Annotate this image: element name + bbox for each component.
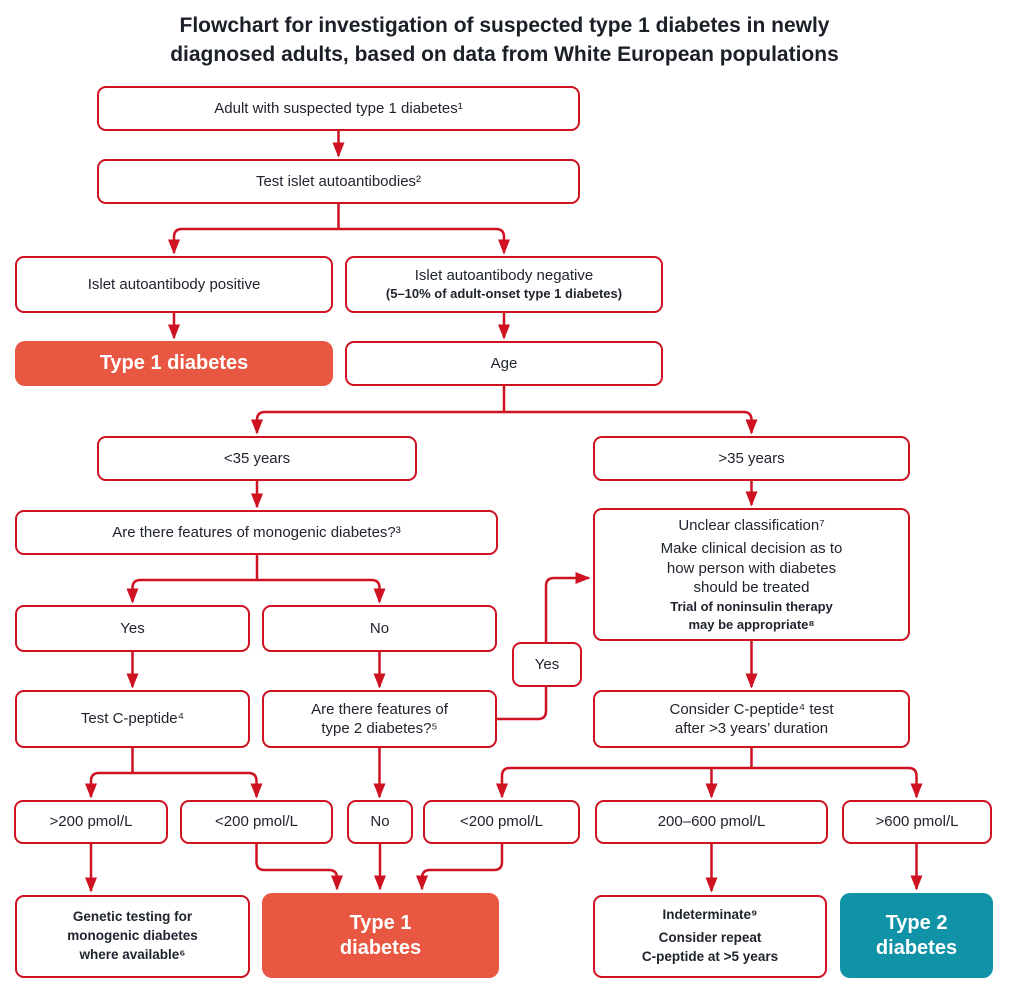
node-test-cpeptide: Test C-peptide⁴	[15, 690, 250, 748]
node-no-small: No	[347, 800, 413, 844]
node-consider-cpeptide-line2: after >3 years’ duration	[674, 720, 829, 737]
node-type1-diabetes-top-label: Type 1 diabetes	[99, 352, 249, 374]
node-gt200-pmol-label: >200 pmol/L	[49, 813, 133, 831]
node-monogenic-question: Are there features of monogenic diabetes…	[15, 510, 498, 555]
node-unclear-line1: Unclear classification⁷	[678, 516, 825, 534]
node-consider-cpeptide: Consider C-peptide⁴ test after >3 years’…	[593, 690, 910, 748]
node-indeterminate-line2: Consider repeat	[658, 930, 762, 946]
node-genetic-testing: Genetic testing for monogenic diabetes w…	[15, 895, 250, 978]
page-title: Flowchart for investigation of suspected…	[0, 12, 1009, 70]
node-test-islet-autoantibodies: Test islet autoantibodies²	[97, 159, 580, 204]
node-200-600-pmol-label: 200–600 pmol/L	[657, 813, 766, 831]
node-unclear-line6: may be appropriate⁸	[688, 616, 815, 632]
node-yes-connector-label: Yes	[534, 655, 560, 673]
node-unclear-line5: Trial of noninsulin therapy	[670, 598, 833, 614]
node-lt200-pmol-right: <200 pmol/L	[423, 800, 580, 844]
node-unclear-line4: should be treated	[693, 579, 810, 597]
node-monogenic-no-label: No	[369, 619, 390, 637]
node-monogenic-yes-label: Yes	[120, 619, 145, 637]
node-islet-positive-label: Islet autoantibody positive	[87, 275, 261, 293]
node-adult-suspected: Adult with suspected type 1 diabetes¹	[97, 86, 580, 131]
node-yes-connector: Yes	[512, 642, 582, 687]
node-lt200-pmol-right-label: <200 pmol/L	[460, 813, 543, 831]
node-islet-negative-line2: (5–10% of adult-onset type 1 diabetes)	[385, 286, 623, 302]
node-islet-negative-line1: Islet autoantibody negative	[414, 266, 594, 284]
node-gt600-pmol-label: >600 pmol/L	[875, 813, 959, 831]
node-monogenic-no: No	[262, 605, 497, 652]
node-monogenic-yes: Yes	[15, 605, 250, 652]
page-title-line1: Flowchart for investigation of suspected…	[179, 14, 830, 37]
node-islet-positive: Islet autoantibody positive	[15, 256, 333, 313]
node-test-cpeptide-label: Test C-peptide⁴	[80, 710, 185, 728]
node-type2-diabetes-bottom-line1: Type 2	[885, 911, 948, 934]
node-no-small-label: No	[370, 813, 390, 831]
node-type1-diabetes-top: Type 1 diabetes	[15, 341, 333, 386]
node-unclear-classification: Unclear classification⁷ Make clinical de…	[593, 508, 910, 641]
node-adult-suspected-label: Adult with suspected type 1 diabetes¹	[214, 99, 463, 117]
node-over-35-years: >35 years	[593, 436, 910, 481]
page-title-line2: diagnosed adults, based on data from Whi…	[170, 42, 839, 66]
node-indeterminate-line3: C-peptide at >5 years	[641, 948, 779, 964]
node-type2-question: Are there features of type 2 diabetes?⁵	[262, 690, 497, 748]
node-type2-diabetes-bottom-line2: diabetes	[875, 936, 958, 959]
node-lt200-pmol-left: <200 pmol/L	[180, 800, 333, 844]
node-age: Age	[345, 341, 663, 386]
node-unclear-line2: Make clinical decision as to	[660, 540, 843, 558]
node-type2-question-line2: type 2 diabetes?⁵	[321, 720, 438, 737]
node-indeterminate-line1: Indeterminate⁹	[662, 907, 758, 923]
node-type2-diabetes-bottom: Type 2 diabetes	[840, 893, 993, 978]
node-over-35-years-label: >35 years	[718, 449, 785, 467]
node-lt200-pmol-left-label: <200 pmol/L	[215, 813, 298, 831]
node-genetic-testing-line1: Genetic testing for	[72, 909, 193, 925]
node-gt600-pmol: >600 pmol/L	[842, 800, 992, 844]
node-under-35-years: <35 years	[97, 436, 417, 481]
node-type1-diabetes-bottom-line1: Type 1	[349, 911, 412, 934]
node-under-35-years-label: <35 years	[223, 449, 291, 467]
node-type1-diabetes-bottom-line2: diabetes	[339, 936, 422, 959]
node-islet-negative: Islet autoantibody negative (5–10% of ad…	[345, 256, 663, 313]
node-age-label: Age	[490, 354, 518, 372]
node-200-600-pmol: 200–600 pmol/L	[595, 800, 828, 844]
node-test-islet-autoantibodies-label: Test islet autoantibodies²	[255, 172, 422, 190]
node-indeterminate: Indeterminate⁹ Consider repeat C-peptide…	[593, 895, 827, 978]
node-monogenic-question-label: Are there features of monogenic diabetes…	[112, 523, 401, 541]
node-unclear-line3: how person with diabetes	[666, 559, 837, 577]
node-gt200-pmol: >200 pmol/L	[14, 800, 168, 844]
node-consider-cpeptide-line1: Consider C-peptide⁴ test	[669, 700, 834, 718]
node-genetic-testing-line2: monogenic diabetes	[67, 928, 198, 944]
node-type1-diabetes-bottom: Type 1 diabetes	[262, 893, 499, 978]
node-type2-question-line1: Are there features of	[311, 700, 448, 718]
node-genetic-testing-line3: where available⁶	[79, 946, 186, 962]
